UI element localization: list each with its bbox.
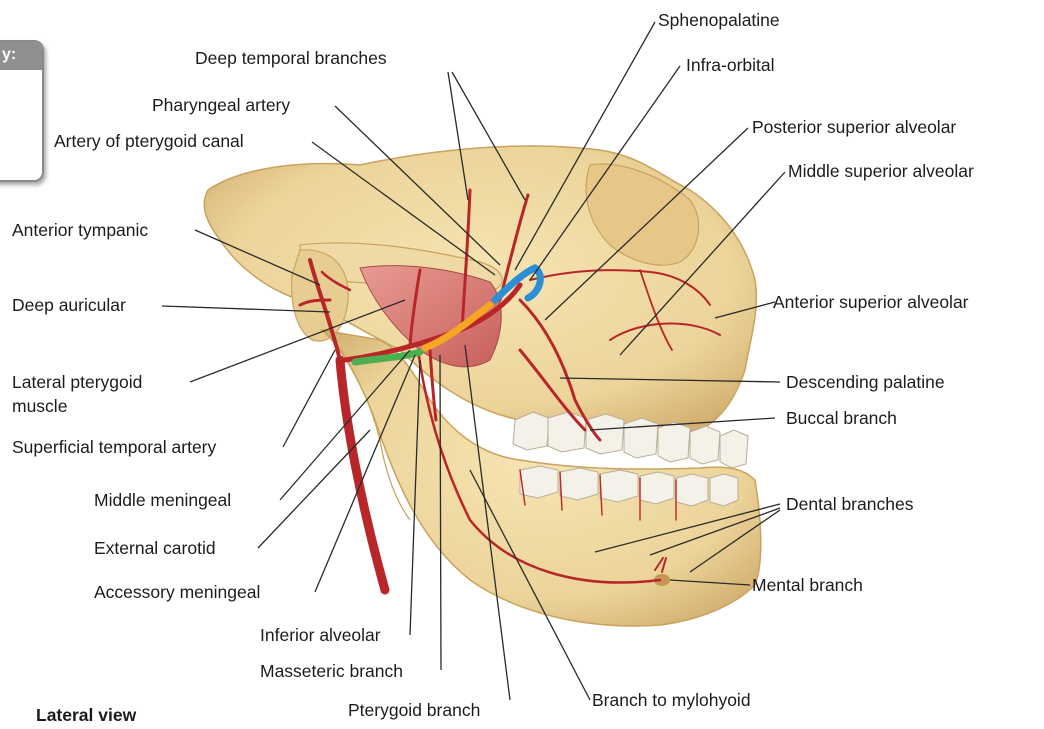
key-box-text: y:: [2, 46, 16, 64]
label-deep-auricular: Deep auricular: [12, 295, 126, 315]
label-lateral-pterygoid-muscle: muscle: [12, 396, 67, 416]
label-deep-temporal-branches: Deep temporal branches: [195, 48, 387, 68]
label-dental-branches: Dental branches: [786, 494, 913, 514]
label-accessory-meningeal: Accessory meningeal: [94, 582, 260, 602]
key-box: y:: [0, 40, 44, 182]
label-infra-orbital: Infra-orbital: [686, 55, 775, 75]
key-box-header: y:: [0, 42, 42, 70]
label-descending-palatine: Descending palatine: [786, 372, 945, 392]
label-masseteric-branch: Masseteric branch: [260, 661, 403, 681]
label-lateral-pterygoid: Lateral pterygoid: [12, 372, 142, 392]
label-artery-pterygoid-canal: Artery of pterygoid canal: [54, 131, 244, 151]
label-mental-branch: Mental branch: [752, 575, 863, 595]
label-buccal-branch: Buccal branch: [786, 408, 897, 428]
label-sphenopalatine: Sphenopalatine: [658, 10, 780, 30]
label-middle-superior-alveolar: Middle superior alveolar: [788, 161, 974, 181]
label-anterior-tympanic: Anterior tympanic: [12, 220, 148, 240]
label-middle-meningeal: Middle meningeal: [94, 490, 231, 510]
label-posterior-superior-alveolar: Posterior superior alveolar: [752, 117, 956, 137]
label-pharyngeal-artery: Pharyngeal artery: [152, 95, 290, 115]
label-branch-to-mylohyoid: Branch to mylohyoid: [592, 690, 751, 710]
label-superficial-temporal-artery: Superficial temporal artery: [12, 437, 216, 457]
label-pterygoid-branch: Pterygoid branch: [348, 700, 480, 720]
figure-caption: Lateral view: [36, 705, 136, 726]
label-anterior-superior-alveolar: Anterior superior alveolar: [773, 292, 969, 312]
label-external-carotid: External carotid: [94, 538, 216, 558]
label-inferior-alveolar: Inferior alveolar: [260, 625, 381, 645]
